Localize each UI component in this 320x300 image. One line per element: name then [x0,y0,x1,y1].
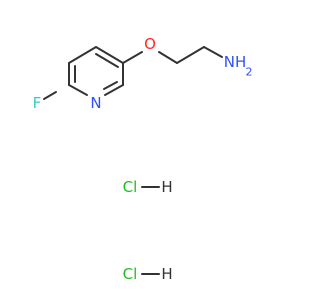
molecule-drawing: F N O NH 2 Cl H Cl H [33,35,253,283]
bond-c4-c3-inner [95,53,119,68]
structure-canvas: F N O NH 2 Cl H Cl H [32,35,253,283]
atom-ring-nitrogen: N [90,94,101,112]
atom-oxygen: O [144,35,156,53]
bond-c5-c4 [68,46,97,64]
salt-2-chlorine: Cl [123,265,138,283]
bond-c6-f [43,91,57,100]
bond-c2-n [104,84,124,96]
salt-1-chlorine: Cl [123,178,138,196]
bond-ch2-n [203,46,223,58]
bond-n-c6 [68,84,88,96]
bond-lines [43,46,223,275]
salt-2-hydrogen: H [161,265,172,283]
atom-amine-subscript: 2 [246,66,253,79]
bond-c3-o [122,51,143,64]
bond-c4-c3 [95,46,124,64]
atom-fluorine: F [33,94,42,112]
salt-1-hydrogen: H [161,178,172,196]
bond-o-ch2 [158,51,178,64]
bond-ch2-ch2 [176,46,205,64]
bond-c2-n-inner [103,81,118,90]
atom-amine: NH [224,53,247,71]
